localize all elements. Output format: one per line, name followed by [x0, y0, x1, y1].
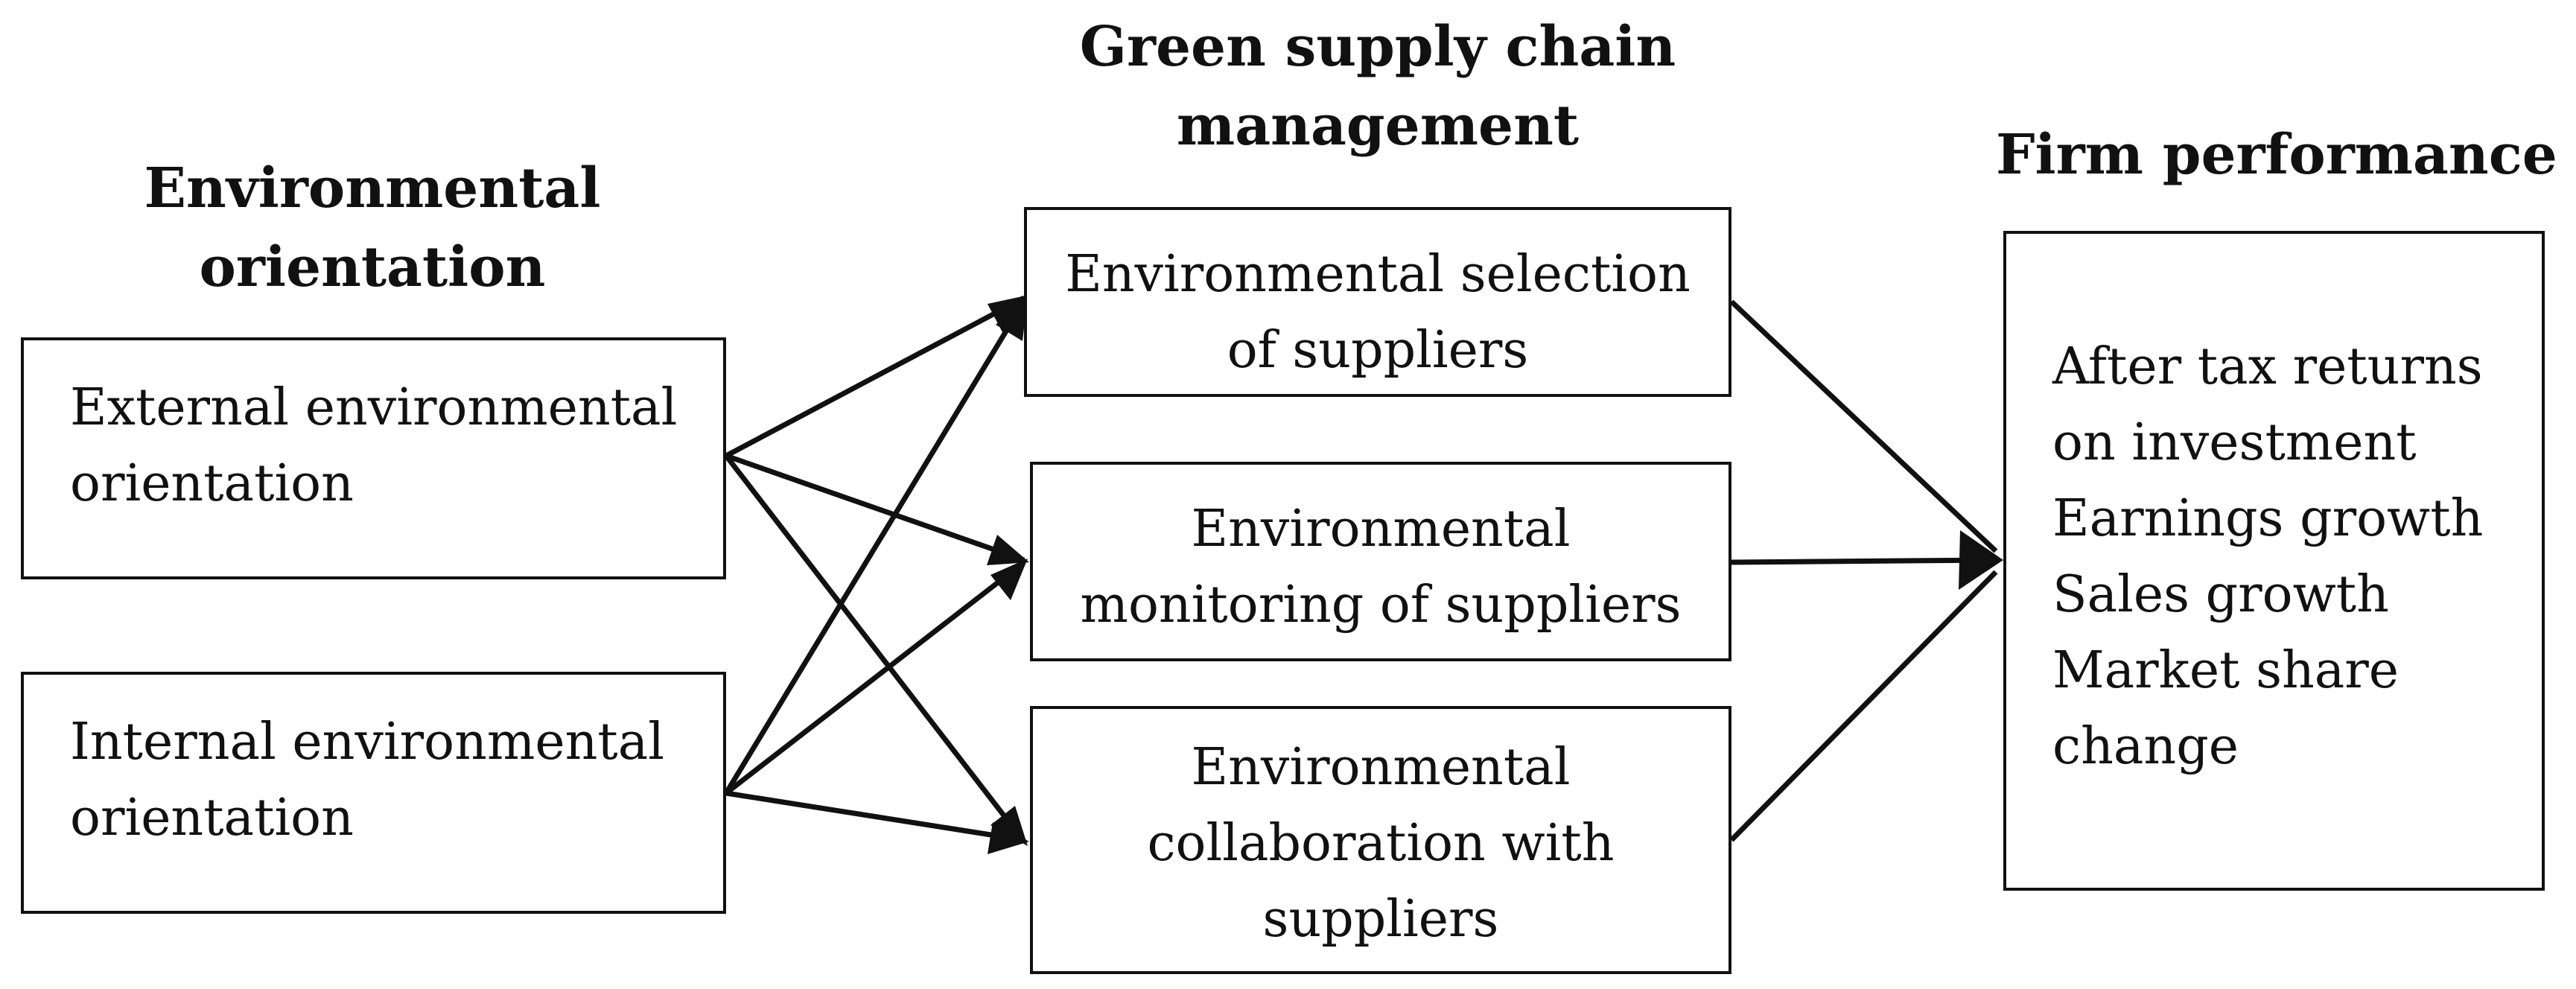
box-text-line: Environmental — [1191, 738, 1571, 797]
arrow-internal-to-monitoring — [724, 560, 1026, 795]
box-text-line: Internal environmental — [70, 713, 665, 772]
box-external-environmental-orientation: External environmental orientation — [21, 337, 726, 579]
arrow-collaboration-to-performance — [1729, 570, 1998, 842]
arrow-external-to-collaboration — [724, 454, 1026, 844]
arrow-internal-to-selection — [724, 300, 1026, 795]
arrowhead — [987, 535, 1029, 565]
heading-line: Firm performance — [1996, 123, 2557, 187]
arrow-external-to-monitoring — [725, 453, 1025, 563]
box-environmental-collaboration-with-suppliers: Environmental collaboration with supplie… — [1030, 706, 1731, 974]
box-internal-environmental-orientation: Internal environmental orientation — [21, 672, 726, 914]
heading-line: Green supply chain — [1079, 15, 1676, 79]
box-environmental-monitoring-of-suppliers: Environmental monitoring of suppliers — [1030, 462, 1731, 661]
arrow-internal-to-collaboration — [725, 790, 1025, 843]
box-text-line: orientation — [70, 789, 354, 848]
heading-line: management — [1176, 94, 1580, 158]
arrowhead — [988, 822, 1029, 854]
box-text-line: Sales growth — [2052, 565, 2389, 624]
box-text-line: of suppliers — [1227, 321, 1529, 380]
arrowhead — [996, 296, 1028, 341]
box-text-line: Environmental — [1191, 500, 1571, 559]
box-environmental-selection-of-suppliers: Environmental selection of suppliers — [1024, 207, 1731, 397]
heading-line: orientation — [199, 235, 546, 299]
heading-firm-performance: Firm performance — [1996, 115, 2557, 194]
heading-environmental-orientation: Environmental orientation — [119, 149, 626, 307]
heading-green-supply-chain-management: Green supply chain management — [1050, 7, 1705, 165]
box-text-line: change — [2052, 717, 2239, 776]
arrow-external-to-selection — [725, 295, 1025, 459]
box-text-line: monitoring of suppliers — [1080, 576, 1682, 635]
arrowhead — [990, 559, 1028, 600]
box-text-line: Market share — [2052, 641, 2400, 700]
box-text-line: External environmental — [70, 378, 678, 437]
box-text-line: Earnings growth — [2052, 489, 2484, 548]
box-text-line: on investment — [2052, 413, 2417, 472]
box-text-line: suppliers — [1262, 890, 1499, 949]
box-text-line: Environmental selection — [1065, 245, 1691, 304]
box-firm-performance-measures: After tax returns on investment Earnings… — [2003, 231, 2545, 891]
box-text-line: orientation — [70, 454, 354, 513]
box-text-line: collaboration with — [1147, 814, 1615, 873]
arrow-monitoring-to-performance — [1731, 557, 1997, 565]
arrowhead-performance — [1959, 530, 2003, 590]
box-text-line: After tax returns — [2052, 337, 2483, 396]
arrow-selection-to-performance — [1729, 299, 1998, 553]
heading-line: Environmental — [144, 156, 601, 220]
